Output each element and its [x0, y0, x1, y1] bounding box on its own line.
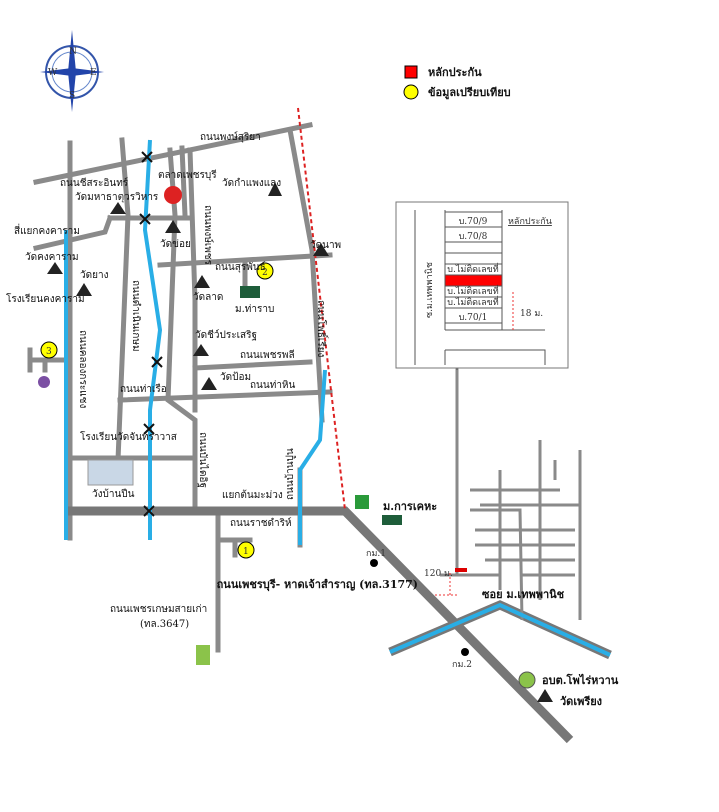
- marker-3-label: 3: [46, 347, 52, 357]
- inset-lot: [444, 252, 503, 265]
- inset-lot-label: บ.70/8: [459, 232, 488, 242]
- compass-w: W: [48, 68, 58, 78]
- collateral-inset: บ.70/9บ.70/8บ.ไม่ติดเลขที่บ.ไม่ติดเลขที่…: [395, 201, 569, 370]
- place-labels: ตลาดเพชรบุรี วัดกำแพงแลง วัดมหาธาตุวรวิห…: [6, 169, 619, 708]
- place-label: วัดคงคาราม: [25, 252, 79, 263]
- palace-image: [87, 459, 134, 486]
- road-labels: ถนนพงษ์สุริยา ถนนชีสระอินทร์ ถนนพงษ์เพชร…: [60, 131, 565, 630]
- place-label: สี่แยกคงคาราม: [14, 223, 80, 237]
- place-label: กม.1: [366, 549, 386, 559]
- road-label: ถนนเพชรพลี: [240, 349, 295, 361]
- place-label: วัดข่อย: [160, 239, 191, 250]
- road-label: ถนนดำเนินเกษม: [130, 280, 141, 352]
- road-label: ถนนคลองกระแชง: [77, 330, 88, 408]
- big-c-icon: [196, 645, 210, 665]
- road-label: ถนนสุรพันธ์: [215, 261, 266, 273]
- place-label: ม.ท่าราบ: [235, 304, 274, 315]
- comparison-marker-3[interactable]: 3: [40, 341, 58, 359]
- canal: [298, 369, 327, 545]
- place-label: วัดมหาธาตุวรวิหาร: [75, 192, 159, 203]
- road-label: ถนนเพชรบุรี- หาดเจ้าสำราญ (ทล.3177): [217, 578, 418, 592]
- inset-soi-label: ซ.ม.เทพพานิช: [424, 262, 435, 318]
- compass-e: E: [90, 68, 97, 78]
- place-label: กม.2: [452, 660, 472, 670]
- road-label: ถนนบันไดอิฐ: [197, 432, 209, 488]
- phetchaburi-river: [142, 139, 163, 540]
- place-label: วัดยาง: [80, 270, 109, 281]
- seven-eleven-icon: [355, 495, 369, 509]
- place-label: โรงเรียนคงคาราม: [6, 292, 85, 305]
- bridge-icons: [139, 151, 163, 517]
- km2-marker: [461, 648, 469, 656]
- canal-south: [389, 602, 611, 657]
- road-label: ถนนโพธิ์เรียง: [315, 300, 329, 357]
- place-label: วัดกำแพงแลง: [222, 178, 281, 189]
- compass-s: S: [69, 91, 75, 101]
- marker-1-label: 1: [243, 547, 249, 557]
- road-label: ถนนชีสระอินทร์: [60, 177, 129, 189]
- obt-seal-icon: [518, 671, 536, 689]
- inset-lot: [444, 307, 503, 324]
- inset-lot: [444, 241, 503, 254]
- place-label: วัดนาพ: [310, 240, 341, 251]
- km1-marker: [370, 559, 378, 567]
- place-label: วัดลาด: [193, 292, 223, 303]
- road-label: ซอย ม.เทพพานิช: [482, 588, 565, 601]
- compass-n: N: [69, 47, 77, 57]
- road-label: ถนนพงษ์สุริยา: [200, 131, 261, 143]
- village-icon: [240, 286, 260, 298]
- collateral-location-marker: [455, 568, 467, 572]
- place-label: โรงเรียนวัดจันทราวาส: [80, 430, 177, 443]
- distance-label: 120 ม.: [424, 569, 453, 579]
- legend: หลักประกัน ข้อมูลเปรียบเทียบ: [403, 65, 511, 100]
- road-network: [27, 122, 612, 744]
- market-icon: [164, 186, 182, 204]
- place-label: แยกต้นมะม่วง: [222, 489, 283, 501]
- place-label: วังบ้านปืน: [92, 488, 135, 500]
- road-label: (ทล.3647): [140, 619, 189, 630]
- comparison-swatch: [403, 84, 419, 100]
- inset-lot-label: บ.ไม่ติดเลขที่: [447, 262, 498, 275]
- temple-icons: [47, 182, 553, 702]
- railway-line: [297, 107, 346, 511]
- inset-lot-label: บ.ไม่ติดเลขที่: [447, 295, 498, 308]
- inset-lot-label: บ.ไม่ติดเลขที่: [447, 284, 498, 297]
- comparison-marker-2[interactable]: 2: [256, 262, 274, 280]
- place-label: วัดป้อม: [220, 371, 251, 383]
- place-label: ตลาดเพชรบุรี: [158, 169, 217, 181]
- collateral-lot: [444, 274, 503, 287]
- road-label: ถนนพงษ์เพชร: [202, 205, 214, 266]
- place-label: ม.การเคหะ: [383, 500, 437, 513]
- place-label: วัดชีว์ประเสริฐ: [195, 329, 257, 341]
- legend-comparison: ข้อมูลเปรียบเทียบ: [428, 86, 511, 100]
- legend-collateral: หลักประกัน: [428, 66, 482, 79]
- inset-distance: 18 ม.: [520, 309, 543, 319]
- collateral-swatch: [404, 65, 418, 79]
- road-label: ถนนท่าหิน: [250, 380, 296, 391]
- inset-collateral-label: หลักประกัน: [508, 217, 552, 227]
- comparison-marker-1[interactable]: 1: [237, 541, 255, 559]
- road-label: ถนนบ้านปูน: [284, 448, 296, 500]
- village-kheha-icon: [382, 515, 402, 525]
- inset-lot-label: บ.70/9: [459, 217, 488, 227]
- place-label: วัดเพรียง: [560, 695, 602, 708]
- road-label: ถนนราชดำริห์: [230, 517, 292, 529]
- road-label: ถนนเพชรเกษมสายเก่า: [110, 604, 207, 615]
- compass-rose: N S E W: [40, 30, 104, 112]
- road-label: ถนนท่าเรือ: [120, 383, 167, 395]
- marker-2-label: 2: [262, 268, 268, 278]
- inset-lot-label: บ.70/1: [459, 313, 488, 323]
- school-seal-icon: [38, 376, 50, 388]
- place-label: อบต.โพไร่หวาน: [542, 673, 619, 687]
